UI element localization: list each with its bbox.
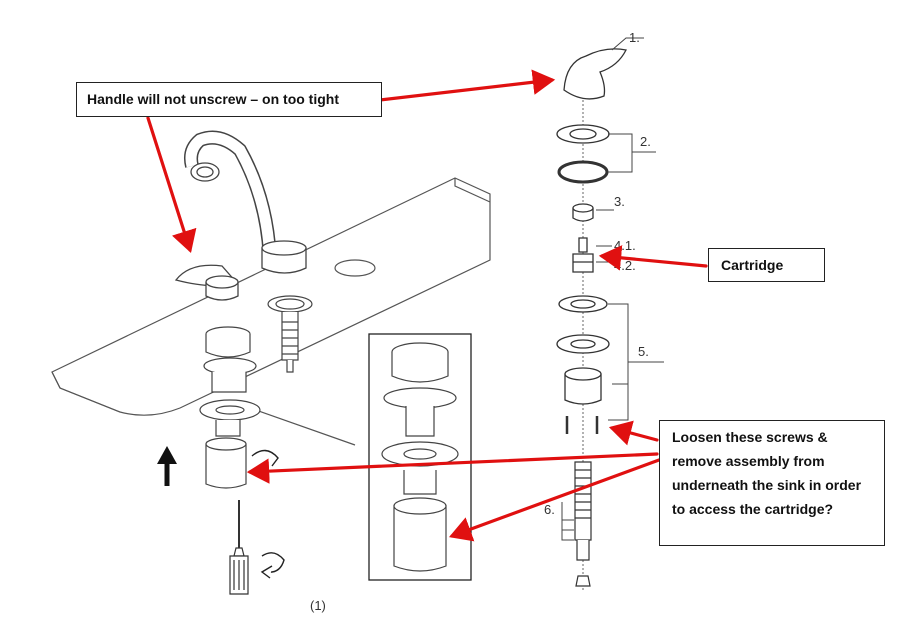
up-arrow-icon xyxy=(157,446,177,486)
part-labels: 1. 2. 3. 4.1. 4.2. 5. 6. (1) xyxy=(310,30,651,613)
arrow-handle-to-installed-handle xyxy=(146,116,197,254)
part-4-cartridge xyxy=(572,237,594,273)
arrow-handle-to-part1 xyxy=(378,69,556,102)
faucet-spout xyxy=(184,130,307,274)
part-5-assembly xyxy=(556,295,610,434)
part-label-6: 6. xyxy=(544,502,555,517)
callout-handle: Handle will not unscrew – on too tight xyxy=(76,82,382,117)
sink-deck xyxy=(51,177,491,446)
left-exploded-valve xyxy=(199,326,261,489)
step-label: (1) xyxy=(310,598,326,613)
part-3-nut xyxy=(572,203,594,222)
arrow-to-left-valve xyxy=(246,452,659,484)
screwdriver-icon xyxy=(229,500,249,595)
rotate-arrow-icon xyxy=(251,449,285,579)
arrow-cartridge xyxy=(598,245,708,271)
installed-handle xyxy=(174,264,239,301)
part-leaders xyxy=(561,37,664,541)
callout-screws: Loosen these screws & remove assembly fr… xyxy=(659,420,885,546)
part-label-2: 2. xyxy=(640,134,651,149)
part-label-5: 5. xyxy=(638,344,649,359)
red-arrows xyxy=(146,69,708,542)
arrow-screws xyxy=(608,420,659,446)
part-1-handle xyxy=(563,48,627,100)
right-valve-stem xyxy=(267,295,313,373)
part-6-supply-stem xyxy=(574,461,592,587)
inset-panel xyxy=(368,333,472,581)
part-label-4-1: 4.1. xyxy=(614,238,636,253)
arrow-to-inset-valve xyxy=(448,458,661,542)
callout-cartridge: Cartridge xyxy=(708,248,825,282)
part-2-rings xyxy=(556,124,610,184)
part-label-3: 3. xyxy=(614,194,625,209)
part-label-1: 1. xyxy=(629,30,640,45)
